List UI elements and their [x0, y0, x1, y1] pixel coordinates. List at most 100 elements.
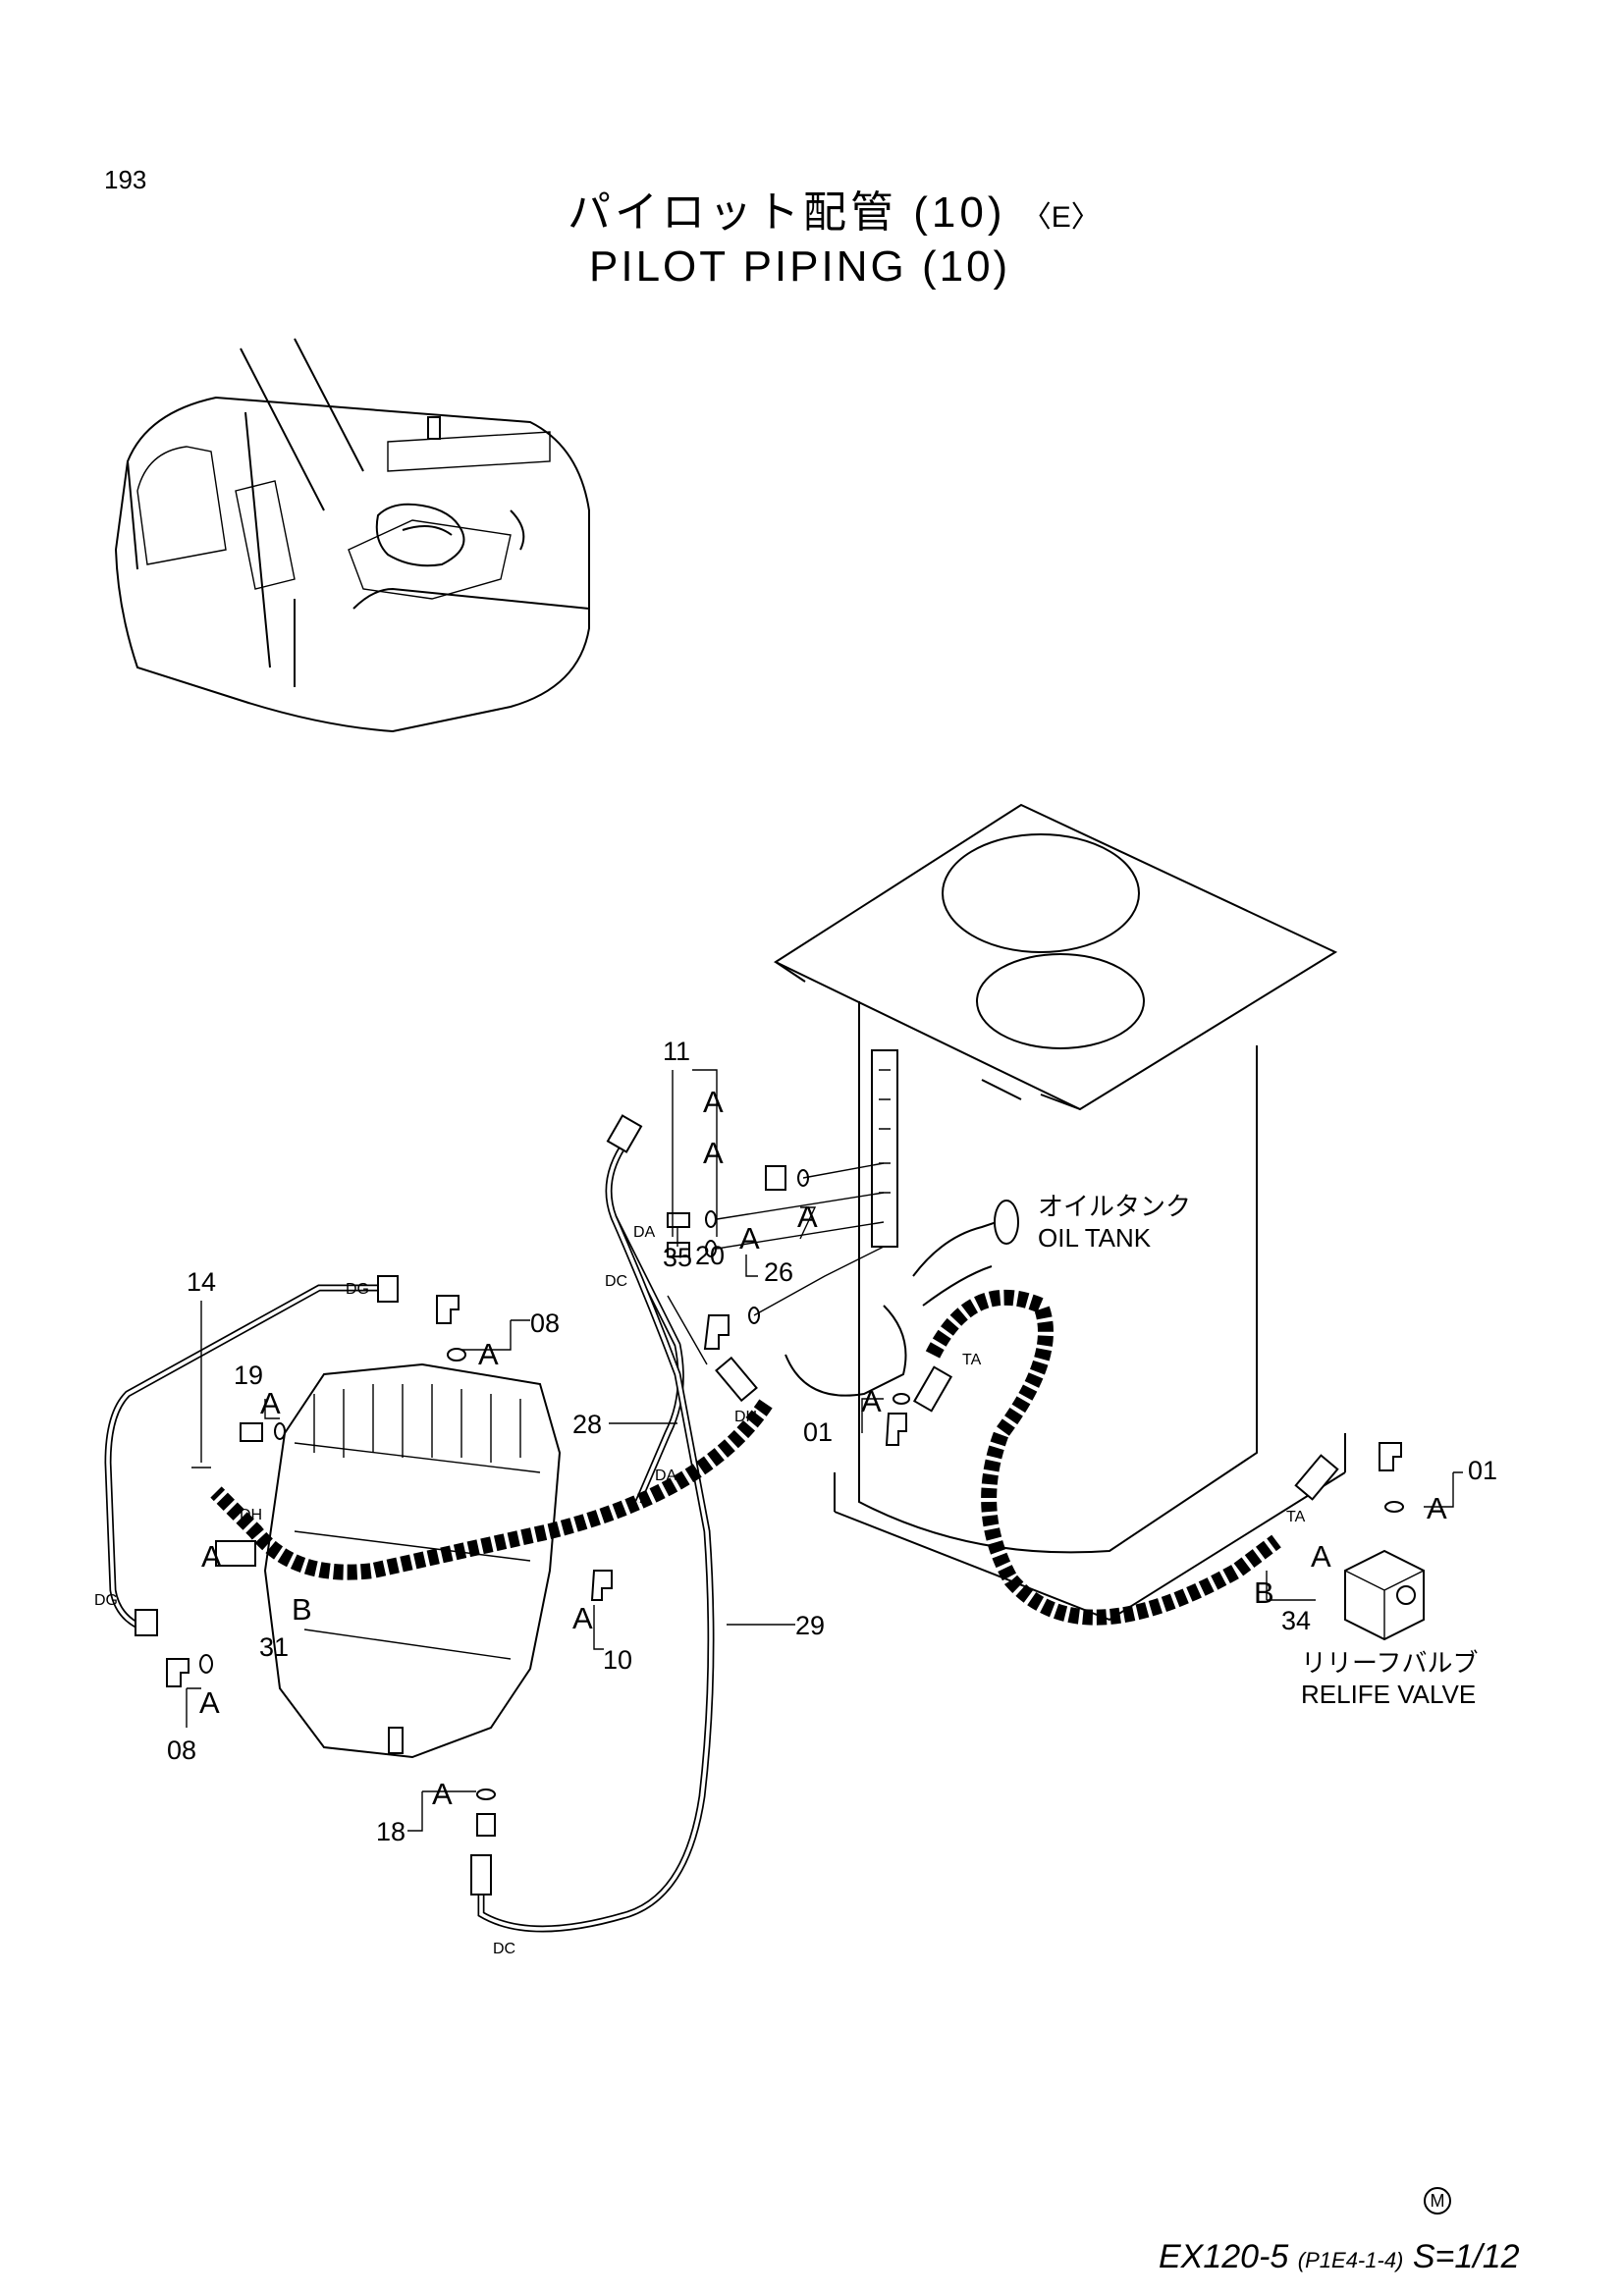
tank-cover-1 — [942, 833, 1140, 953]
callout-35: 35 — [663, 1243, 692, 1272]
connector-11-upper — [667, 1212, 690, 1228]
marker-a-20: A — [739, 1221, 760, 1255]
marker-a-10: A — [572, 1601, 593, 1635]
callouts: 11 35 20 26 14 08 19 28 01 01 29 31 10 3… — [167, 1037, 1497, 1846]
oil-tank-label-en: OIL TANK — [1038, 1223, 1152, 1253]
footer-model-name: EX120-5 — [1159, 2238, 1289, 2275]
callout-01-left: 01 — [803, 1417, 833, 1447]
tank-base — [834, 1433, 1346, 1622]
port-da-top: DA — [633, 1224, 656, 1241]
port-dg-top: DG — [346, 1281, 369, 1298]
cab-window-side — [235, 480, 296, 590]
excavator-overview — [114, 338, 590, 733]
upper-body-outline — [114, 396, 590, 733]
leader-20 — [745, 1255, 758, 1277]
leader-11 — [672, 1069, 718, 1237]
elbow-01-left — [885, 1413, 907, 1446]
port-dc-bottom: DC — [493, 1941, 515, 1957]
o-ring-18 — [476, 1789, 496, 1800]
elbow-10 — [590, 1570, 613, 1601]
port-dh-left: DH — [240, 1507, 262, 1523]
o-ring-08-bottom — [199, 1654, 213, 1674]
fuel-cap — [427, 416, 441, 440]
markers: A A A A A A A A A B A B A A A — [199, 1085, 1447, 1811]
marker-a-08-top: A — [478, 1337, 499, 1371]
cab-window-front — [136, 446, 227, 565]
valve-port-bottom — [388, 1727, 404, 1754]
leader-08-top — [461, 1319, 530, 1351]
callout-28: 28 — [572, 1410, 602, 1439]
callout-08-bottom: 08 — [167, 1735, 196, 1765]
elbow-08-top — [436, 1295, 460, 1324]
leader-08-bottom — [186, 1687, 201, 1728]
o-ring-19 — [274, 1422, 286, 1440]
valve-body-outline — [263, 1362, 562, 1759]
o-ring-11-lower — [705, 1240, 717, 1257]
callout-34: 34 — [1281, 1606, 1311, 1635]
suction-pipe — [912, 1216, 1012, 1307]
callout-18: 18 — [376, 1817, 406, 1846]
marker-a-01-right: A — [1427, 1491, 1447, 1525]
port-flange — [871, 1049, 898, 1248]
connector-18 — [476, 1813, 496, 1837]
fitting-dc-bottom — [470, 1854, 492, 1896]
footer-scale: S=1/12 — [1412, 2238, 1520, 2275]
title-variant: 〈E〉 — [1021, 201, 1101, 234]
marker-a-11-bottom: A — [703, 1136, 724, 1170]
marker-a-01-left: A — [861, 1384, 882, 1418]
footer-model: EX120-5 (P1E4-1-4) S=1/12 — [1159, 2240, 1520, 2273]
title-english: PILOT PIPING (10) — [589, 242, 1011, 291]
valve-spools — [313, 1384, 521, 1463]
elbow-20 — [703, 1314, 730, 1350]
marker-a-31: A — [201, 1539, 222, 1574]
callout-19: 19 — [234, 1361, 263, 1390]
leader-10 — [593, 1605, 604, 1650]
oil-tank-label-jp: オイルタンク — [1038, 1192, 1191, 1221]
marker-b-34: B — [1254, 1575, 1274, 1610]
cab-outline — [127, 411, 271, 668]
o-ring-01-right — [1384, 1501, 1404, 1513]
port-dc-top: DC — [605, 1273, 627, 1290]
pilot-piping-highlight — [375, 503, 525, 567]
o-ring-11-upper — [705, 1210, 717, 1228]
piping — [104, 1114, 1339, 1933]
plug-26 — [765, 1165, 786, 1191]
marker-a-19: A — [260, 1386, 281, 1420]
leader-01-left — [861, 1398, 884, 1433]
marker-b-31: B — [292, 1592, 312, 1627]
leader-01-right — [1424, 1471, 1463, 1508]
tank-cover-2 — [976, 953, 1145, 1049]
callout-20: 20 — [695, 1241, 725, 1270]
footer-mark: M — [1424, 2187, 1451, 2215]
counterweight-line — [294, 587, 590, 687]
connector-19 — [240, 1422, 263, 1442]
leader-19 — [264, 1399, 280, 1419]
callout-01-right: 01 — [1468, 1456, 1497, 1485]
port-dh-right: DH — [734, 1409, 757, 1425]
leader-tank-ports — [716, 1162, 885, 1316]
boom-outline — [240, 338, 364, 511]
valve-port-left — [215, 1540, 256, 1567]
elbow-01-right — [1379, 1442, 1402, 1471]
top-plate-tabs — [775, 961, 1081, 1110]
fitting-da-top — [606, 1114, 643, 1153]
leader-14 — [191, 1301, 211, 1468]
o-ring-01-left — [893, 1393, 910, 1405]
fitting-dg-top — [377, 1275, 399, 1303]
connector-11-lower — [667, 1242, 690, 1257]
marker-a-34: A — [1311, 1539, 1331, 1574]
relief-valve-port — [1396, 1585, 1416, 1605]
marker-a-26: A — [797, 1200, 818, 1234]
valve-body-contour — [294, 1442, 541, 1660]
hose-34-guard — [925, 1289, 1281, 1626]
marker-a-08-bottom: A — [199, 1685, 220, 1720]
fitting-ta-left — [912, 1365, 953, 1413]
hose-28-inner — [607, 1137, 683, 1503]
callout-29: 29 — [795, 1611, 825, 1640]
pipe-14-inner — [106, 1286, 388, 1631]
oil-tank — [773, 803, 1346, 1622]
callout-26: 26 — [764, 1257, 793, 1287]
hose-dh-guard — [210, 1399, 773, 1580]
return-pipe — [784, 1305, 907, 1397]
